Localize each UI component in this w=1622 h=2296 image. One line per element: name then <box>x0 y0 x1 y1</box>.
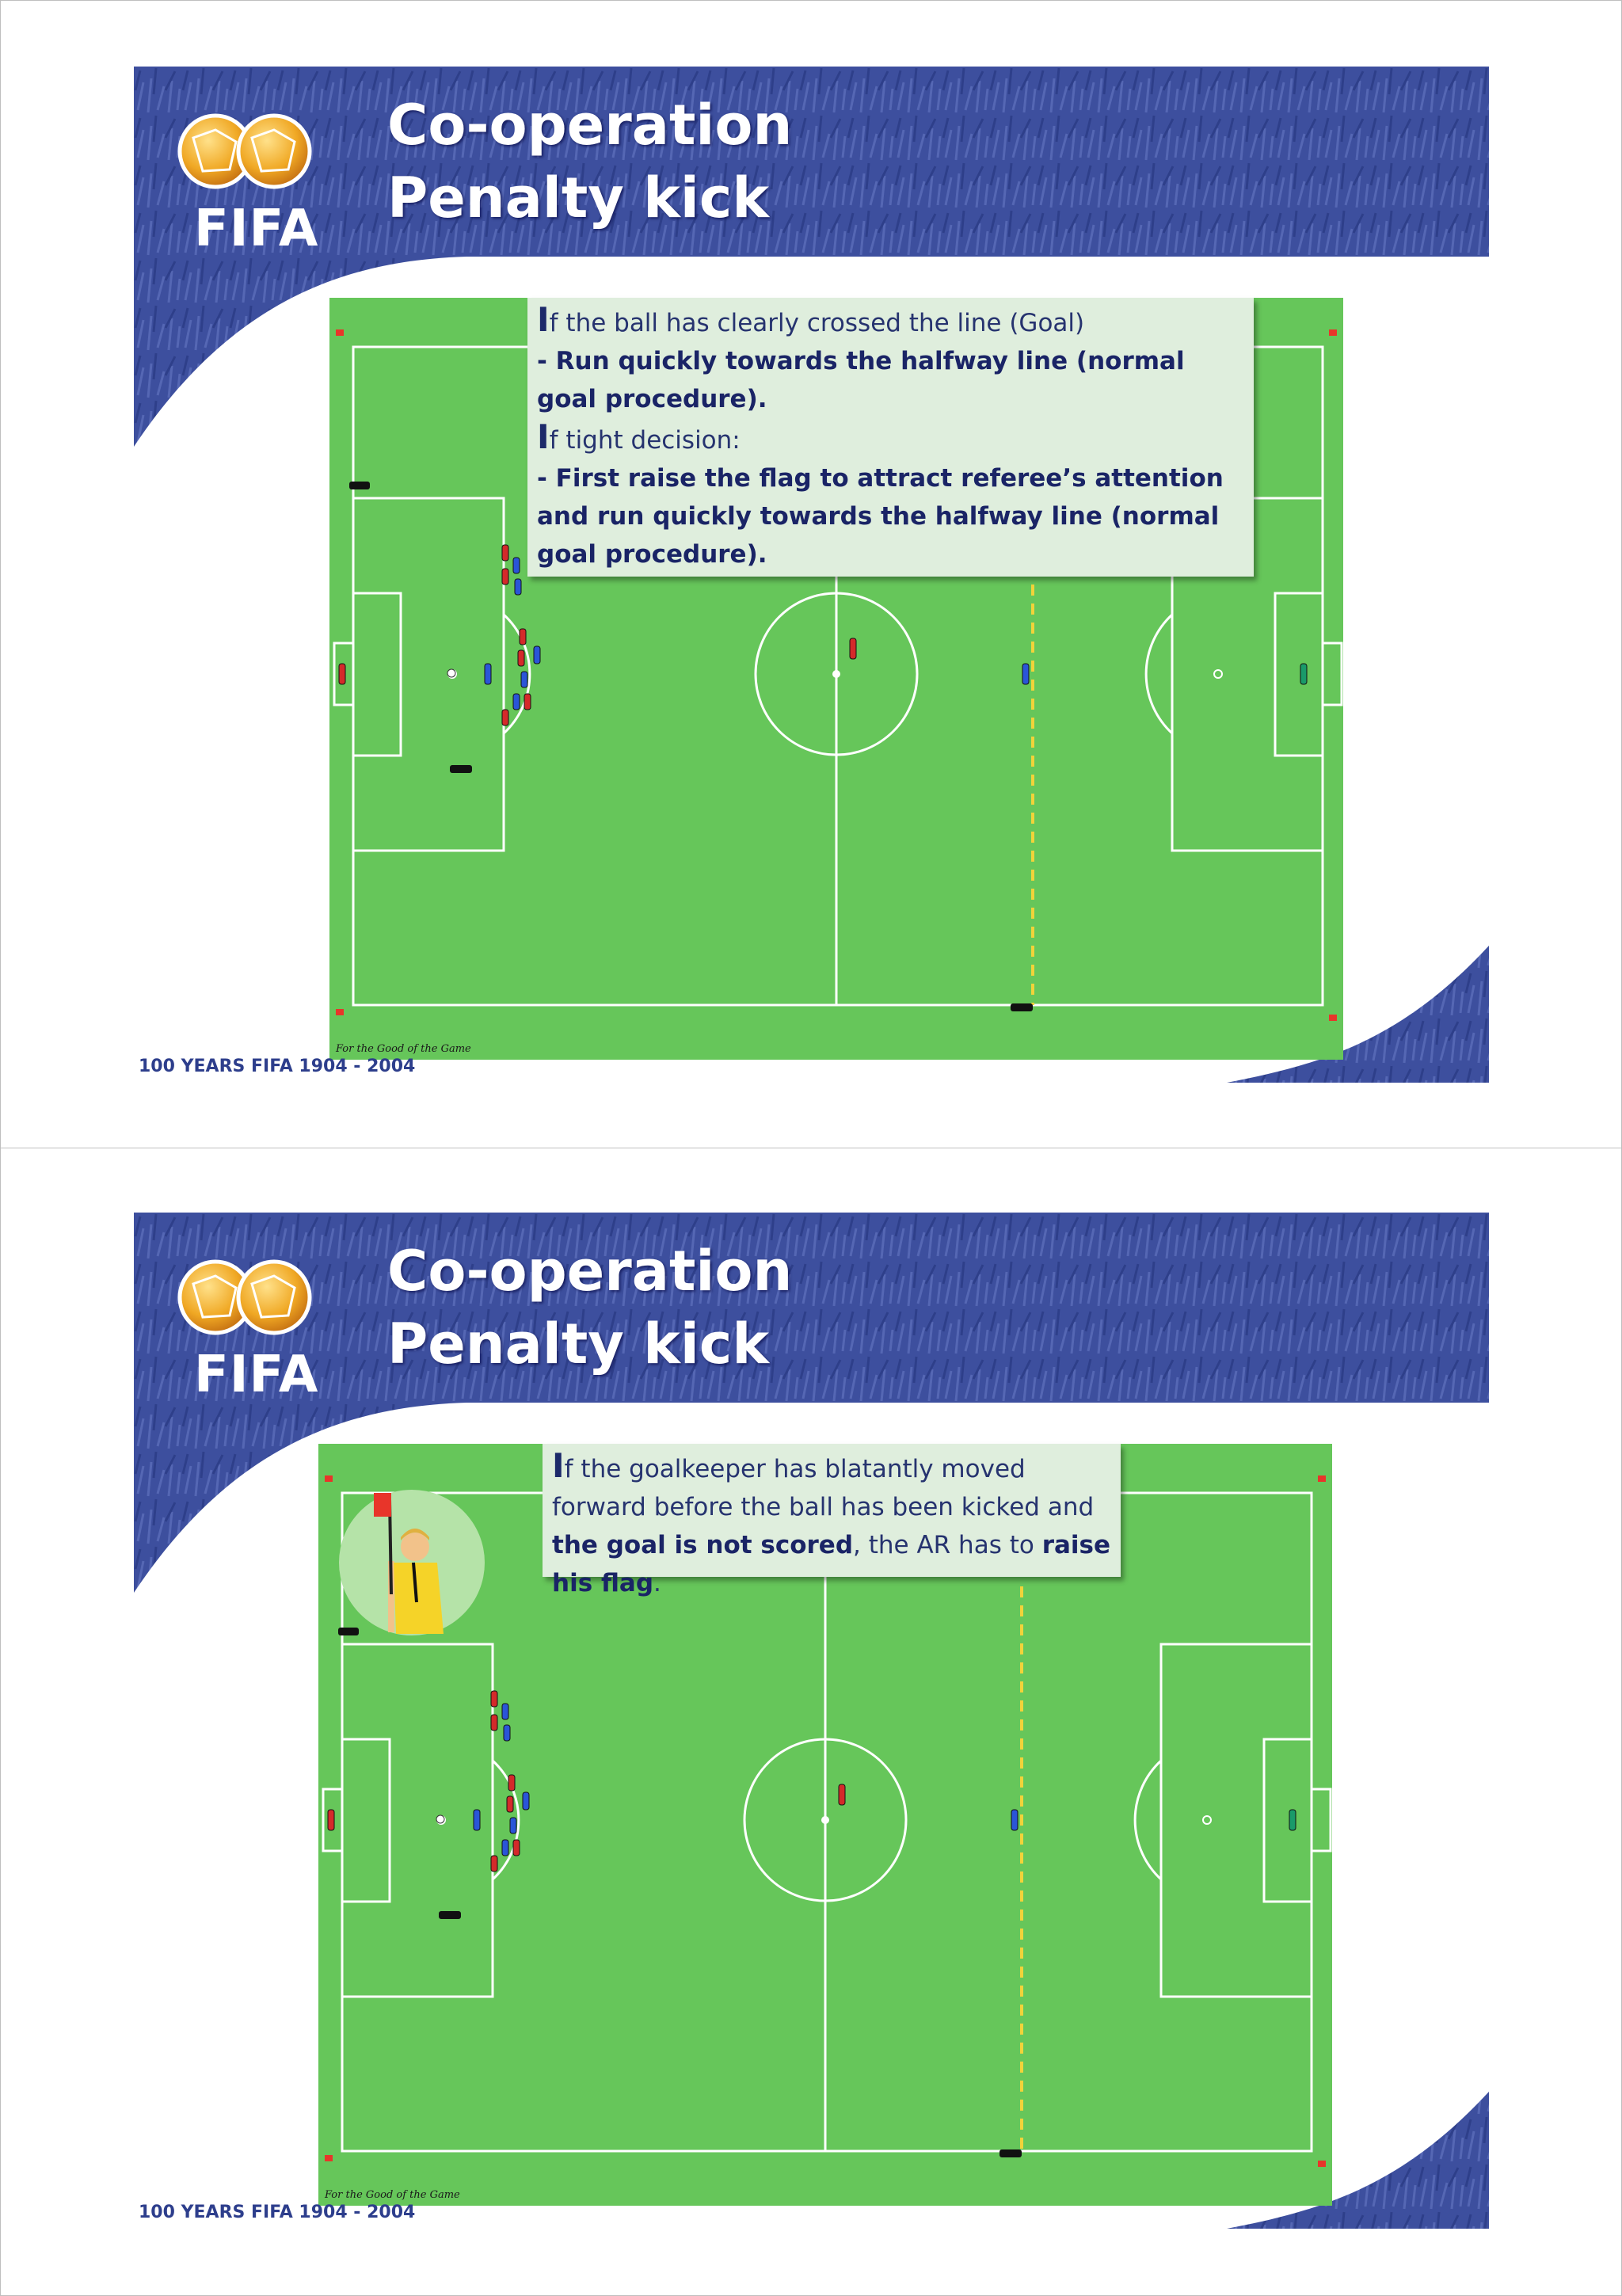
ball-icon <box>436 1814 445 1824</box>
slide-title: Co-operation Penalty kick <box>387 89 792 234</box>
title-line-2: Penalty kick <box>387 166 769 230</box>
callout-line-3: If tight decision: <box>537 417 741 456</box>
fifa-wordmark: FIFA <box>194 200 319 258</box>
title-line-1: Co-operation <box>387 93 793 158</box>
corner-flag-icon <box>325 1475 1326 2167</box>
player-red-icon <box>338 544 857 726</box>
callout-box: If the goalkeeper has blatantly moved fo… <box>543 1444 1121 1597</box>
pitch-diagram: For the Good of the Game <box>318 1444 1332 2206</box>
fifa-globe-logo-icon <box>177 113 312 189</box>
callout-line-2: - Run quickly towards the halfway line (… <box>537 347 1185 413</box>
corner-flag-icon <box>336 329 1337 1021</box>
title-line-2: Penalty kick <box>387 1312 769 1376</box>
goalkeeper-icon <box>1289 1809 1296 1831</box>
slide-1: FIFA Co-operation Penalty kick <box>134 67 1489 1083</box>
motto-text: For the Good of the Game <box>324 2189 460 2201</box>
referee-icon <box>349 482 1033 1011</box>
callout-line-1: If the ball has clearly crossed the line… <box>537 300 1085 339</box>
ball-icon <box>447 668 456 678</box>
fifa-wordmark: FIFA <box>194 1346 319 1404</box>
goalkeeper-icon <box>1300 663 1308 685</box>
slide-title: Co-operation Penalty kick <box>387 1235 792 1380</box>
assistant-referee-icon <box>339 1490 485 1635</box>
player-blue-icon <box>484 557 1030 710</box>
footer-text: 100 YEARS FIFA 1904 - 2004 <box>139 1057 416 1076</box>
player-red-icon <box>327 1690 846 1872</box>
motto-text: For the Good of the Game <box>335 1043 471 1055</box>
slide-2: FIFA Co-operation Penalty kick <box>134 1213 1489 2229</box>
callout-box: If the ball has clearly crossed the line… <box>527 298 1254 577</box>
footer-text: 100 YEARS FIFA 1904 - 2004 <box>139 2203 416 2222</box>
title-line-1: Co-operation <box>387 1239 793 1304</box>
referee-icon <box>338 1628 1022 2157</box>
fifa-globe-logo-icon <box>177 1259 312 1335</box>
player-blue-icon <box>473 1703 1019 1856</box>
callout-line-4: - First raise the flag to attract refere… <box>537 464 1224 569</box>
